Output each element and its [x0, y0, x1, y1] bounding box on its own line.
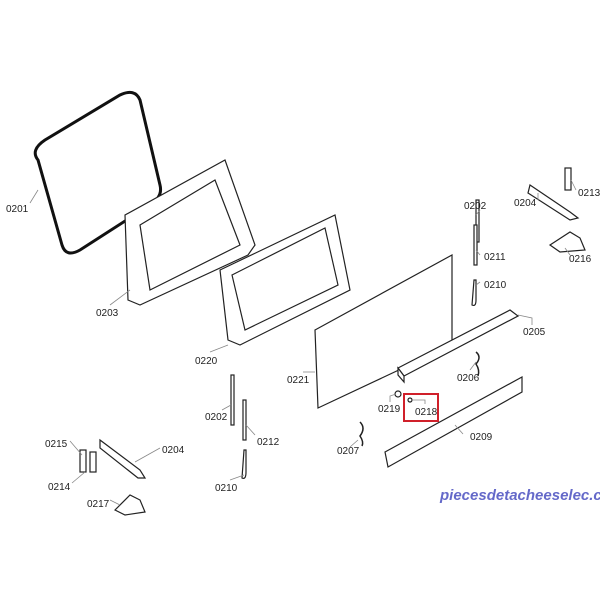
- label-0207[interactable]: 0207: [337, 446, 360, 457]
- label-0218[interactable]: 0218: [415, 407, 438, 418]
- label-0210-bottom[interactable]: 0210: [215, 483, 238, 494]
- part-0216[interactable]: [548, 231, 586, 253]
- label-0220[interactable]: 0220: [195, 356, 218, 367]
- label-0203[interactable]: 0203: [96, 308, 119, 319]
- label-0211[interactable]: 0211: [484, 252, 506, 263]
- part-0203-frame[interactable]: [124, 159, 256, 306]
- label-0210-top[interactable]: 0210: [484, 280, 507, 291]
- label-0204-bottom[interactable]: 0204: [162, 445, 185, 456]
- leader-lines: [29, 179, 577, 506]
- label-0212[interactable]: 0212: [257, 437, 280, 448]
- watermark: piecesdetacheeselec.com: [439, 487, 600, 504]
- part-0218[interactable]: [407, 397, 413, 403]
- part-labels: 0201 0203 0220 0221 0202 0211 0210 0205 …: [6, 188, 600, 510]
- label-0201[interactable]: 0201: [6, 204, 29, 215]
- part-0217[interactable]: [113, 494, 146, 516]
- label-0215[interactable]: 0215: [45, 439, 68, 450]
- part-0204-lever-bottom[interactable]: [99, 438, 147, 479]
- part-0204-lever-top[interactable]: [527, 184, 580, 221]
- part-0211[interactable]: [473, 224, 478, 266]
- label-0202-bottom[interactable]: 0202: [205, 412, 228, 423]
- label-0209[interactable]: 0209: [470, 432, 493, 443]
- label-0202-top[interactable]: 0202: [464, 201, 487, 212]
- label-0217[interactable]: 0217: [87, 499, 110, 510]
- part-0212[interactable]: [242, 399, 247, 441]
- part-0210-top[interactable]: [471, 279, 477, 307]
- part-0213-spring[interactable]: [564, 167, 572, 191]
- label-0214[interactable]: 0214: [48, 482, 71, 493]
- part-0210-bottom[interactable]: [241, 449, 247, 479]
- highlight-box-0218: [403, 393, 439, 422]
- part-0220-inner-frame[interactable]: [219, 214, 351, 346]
- label-0204-top[interactable]: 0204: [514, 198, 537, 209]
- part-0215-spring[interactable]: [79, 449, 97, 473]
- part-0201-gasket[interactable]: [33, 90, 162, 255]
- part-0209-strip[interactable]: [384, 375, 523, 468]
- label-0213[interactable]: 0213: [578, 188, 600, 199]
- part-0206[interactable]: [475, 351, 480, 377]
- part-0207[interactable]: [359, 421, 364, 447]
- label-0206[interactable]: 0206: [457, 373, 480, 384]
- part-0202-hinge-bottom[interactable]: [230, 374, 235, 426]
- part-0205-handle[interactable]: [397, 309, 520, 384]
- label-0221[interactable]: 0221: [287, 375, 310, 386]
- label-0205[interactable]: 0205: [523, 327, 546, 338]
- label-0216[interactable]: 0216: [569, 254, 592, 265]
- label-0219[interactable]: 0219: [378, 404, 401, 415]
